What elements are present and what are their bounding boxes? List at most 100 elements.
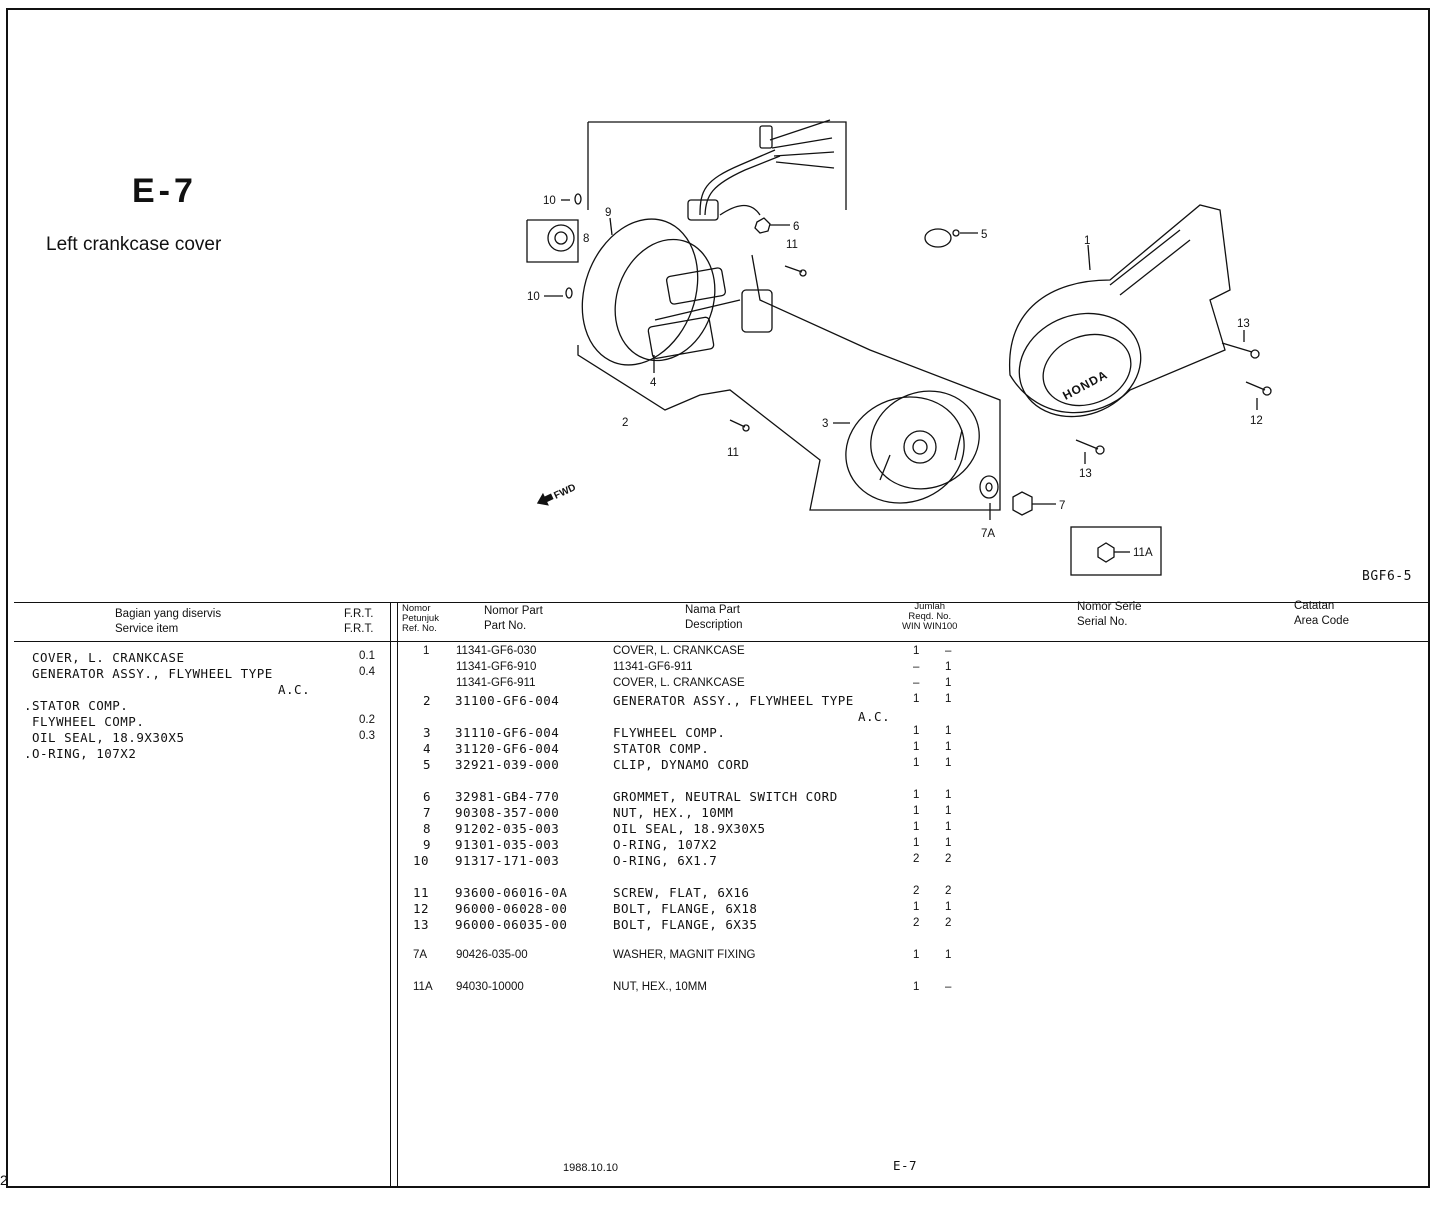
nut-11a-box bbox=[1070, 526, 1162, 576]
qty-win: 1 bbox=[913, 693, 920, 705]
callout-8: 8 bbox=[583, 233, 589, 245]
qty-win: 1 bbox=[913, 805, 920, 817]
o-ring-10-top bbox=[574, 193, 582, 205]
part-number: 11341-GF6-030 bbox=[456, 645, 537, 657]
callout-11-lower: 11 bbox=[727, 447, 739, 459]
part-description: SCREW, FLAT, 6X16 bbox=[613, 885, 750, 900]
o-ring-9 bbox=[581, 218, 699, 366]
ref-number: 6 bbox=[423, 789, 432, 804]
frt-value: 0.4 bbox=[359, 666, 375, 678]
part-description: O-RING, 6X1.7 bbox=[613, 853, 718, 868]
qty-win: 1 bbox=[913, 837, 920, 849]
part-number: 93600-06016-0A bbox=[455, 885, 568, 900]
qty-win100: 1 bbox=[945, 677, 952, 689]
part-number: 96000-06028-00 bbox=[455, 901, 568, 916]
frt-value: 0.3 bbox=[359, 730, 375, 742]
footer-page: E-7 bbox=[893, 1158, 918, 1173]
ref-number: 4 bbox=[423, 741, 432, 756]
qty-win: 1 bbox=[913, 981, 920, 993]
nut-7 bbox=[1012, 491, 1033, 516]
qty-win100: 1 bbox=[945, 741, 952, 753]
qty-win100: 1 bbox=[945, 949, 952, 961]
ref-number: 11A bbox=[413, 981, 433, 993]
wire-harness bbox=[699, 149, 776, 216]
part-description: COVER, L. CRANKCASE bbox=[613, 677, 745, 689]
service-item: GENERATOR ASSY., FLYWHEEL TYPE bbox=[32, 666, 273, 681]
ref-number: 7 bbox=[423, 805, 432, 820]
part-description: GROMMET, NEUTRAL SWITCH CORD bbox=[613, 789, 838, 804]
footer-date: 1988.10.10 bbox=[563, 1162, 619, 1174]
ref-number: 7A bbox=[413, 949, 428, 961]
qty-win: 1 bbox=[913, 645, 920, 657]
ref-number: 3 bbox=[423, 725, 432, 740]
callout-11-upper: 11 bbox=[786, 239, 798, 251]
ref-number: 1 bbox=[423, 645, 430, 657]
grommet-6 bbox=[754, 217, 771, 234]
part-description: O-RING, 107X2 bbox=[613, 837, 718, 852]
qty-win: 2 bbox=[913, 853, 920, 865]
dynamo-clip-5 bbox=[924, 228, 952, 248]
qty-win: 1 bbox=[913, 949, 920, 961]
o-ring-10 bbox=[565, 287, 573, 299]
callout-10-lower: 10 bbox=[527, 291, 540, 303]
washer-7a bbox=[979, 475, 999, 499]
qty-win100: – bbox=[945, 645, 952, 657]
service-item: FLYWHEEL COMP. bbox=[32, 714, 145, 729]
callout-7: 7 bbox=[1059, 500, 1065, 512]
part-number: 31120-GF6-004 bbox=[455, 741, 560, 756]
forward-arrow-icon: FWD bbox=[536, 482, 578, 506]
part-number: 94030-10000 bbox=[456, 981, 524, 993]
qty-win100: 2 bbox=[945, 885, 952, 897]
honda-logo: HONDA bbox=[1060, 367, 1110, 402]
part-number: 91202-035-003 bbox=[455, 821, 560, 836]
qty-win100: – bbox=[945, 981, 952, 993]
frt-value: 0.2 bbox=[359, 714, 375, 726]
charging-coil bbox=[665, 267, 727, 305]
qty-win: 2 bbox=[913, 917, 920, 929]
qty-win100: 2 bbox=[945, 917, 952, 929]
callout-10-upper: 10 bbox=[543, 195, 556, 207]
qty-win: 2 bbox=[913, 885, 920, 897]
screw-11-upper bbox=[784, 265, 803, 273]
pulser bbox=[741, 289, 773, 333]
qty-win100: 1 bbox=[945, 901, 952, 913]
part-number: 31110-GF6-004 bbox=[455, 725, 560, 740]
column-divider-2 bbox=[397, 603, 398, 1188]
part-number: 91301-035-003 bbox=[455, 837, 560, 852]
exciter-coil bbox=[647, 316, 715, 359]
qty-win: 1 bbox=[913, 725, 920, 737]
page-title: Left crankcase cover bbox=[46, 234, 222, 255]
qty-win100: 1 bbox=[945, 725, 952, 737]
part-description: BOLT, FLANGE, 6X35 bbox=[613, 917, 758, 932]
crankcase-cover bbox=[1009, 204, 1231, 414]
part-number: 90426-035-00 bbox=[456, 949, 528, 961]
qty-win100: 1 bbox=[945, 805, 952, 817]
part-description: FLYWHEEL COMP. bbox=[613, 725, 726, 740]
qty-win100: 1 bbox=[945, 789, 952, 801]
part-number: 32921-039-000 bbox=[455, 757, 560, 772]
exploded-parts-diagram: 10 9 8 10 4 2 11 6 11 5 1 3 7 7A 11A 13 … bbox=[526, 119, 1272, 576]
callout-9: 9 bbox=[605, 207, 611, 219]
part-description: BOLT, FLANGE, 6X18 bbox=[613, 901, 758, 916]
table-top-rule bbox=[14, 602, 1430, 603]
page-frame bbox=[6, 8, 1430, 1188]
qty-win: – bbox=[913, 661, 920, 673]
callout-1: 1 bbox=[1084, 235, 1090, 247]
part-description: A.C. bbox=[858, 709, 891, 724]
part-number: 32981-GB4-770 bbox=[455, 789, 560, 804]
qty-win100: 1 bbox=[945, 821, 952, 833]
part-description: NUT, HEX., 10MM bbox=[613, 981, 707, 993]
fwd-label: FWD bbox=[552, 482, 577, 502]
frt-value: 0.1 bbox=[359, 650, 375, 662]
seal-group-outline bbox=[526, 219, 579, 263]
part-number: 90308-357-000 bbox=[455, 805, 560, 820]
bolt-12 bbox=[1245, 381, 1266, 391]
part-number: 91317-171-003 bbox=[455, 853, 560, 868]
ref-number: 8 bbox=[423, 821, 432, 836]
bolt-13-lower bbox=[1075, 439, 1099, 450]
qty-win100: 1 bbox=[945, 661, 952, 673]
